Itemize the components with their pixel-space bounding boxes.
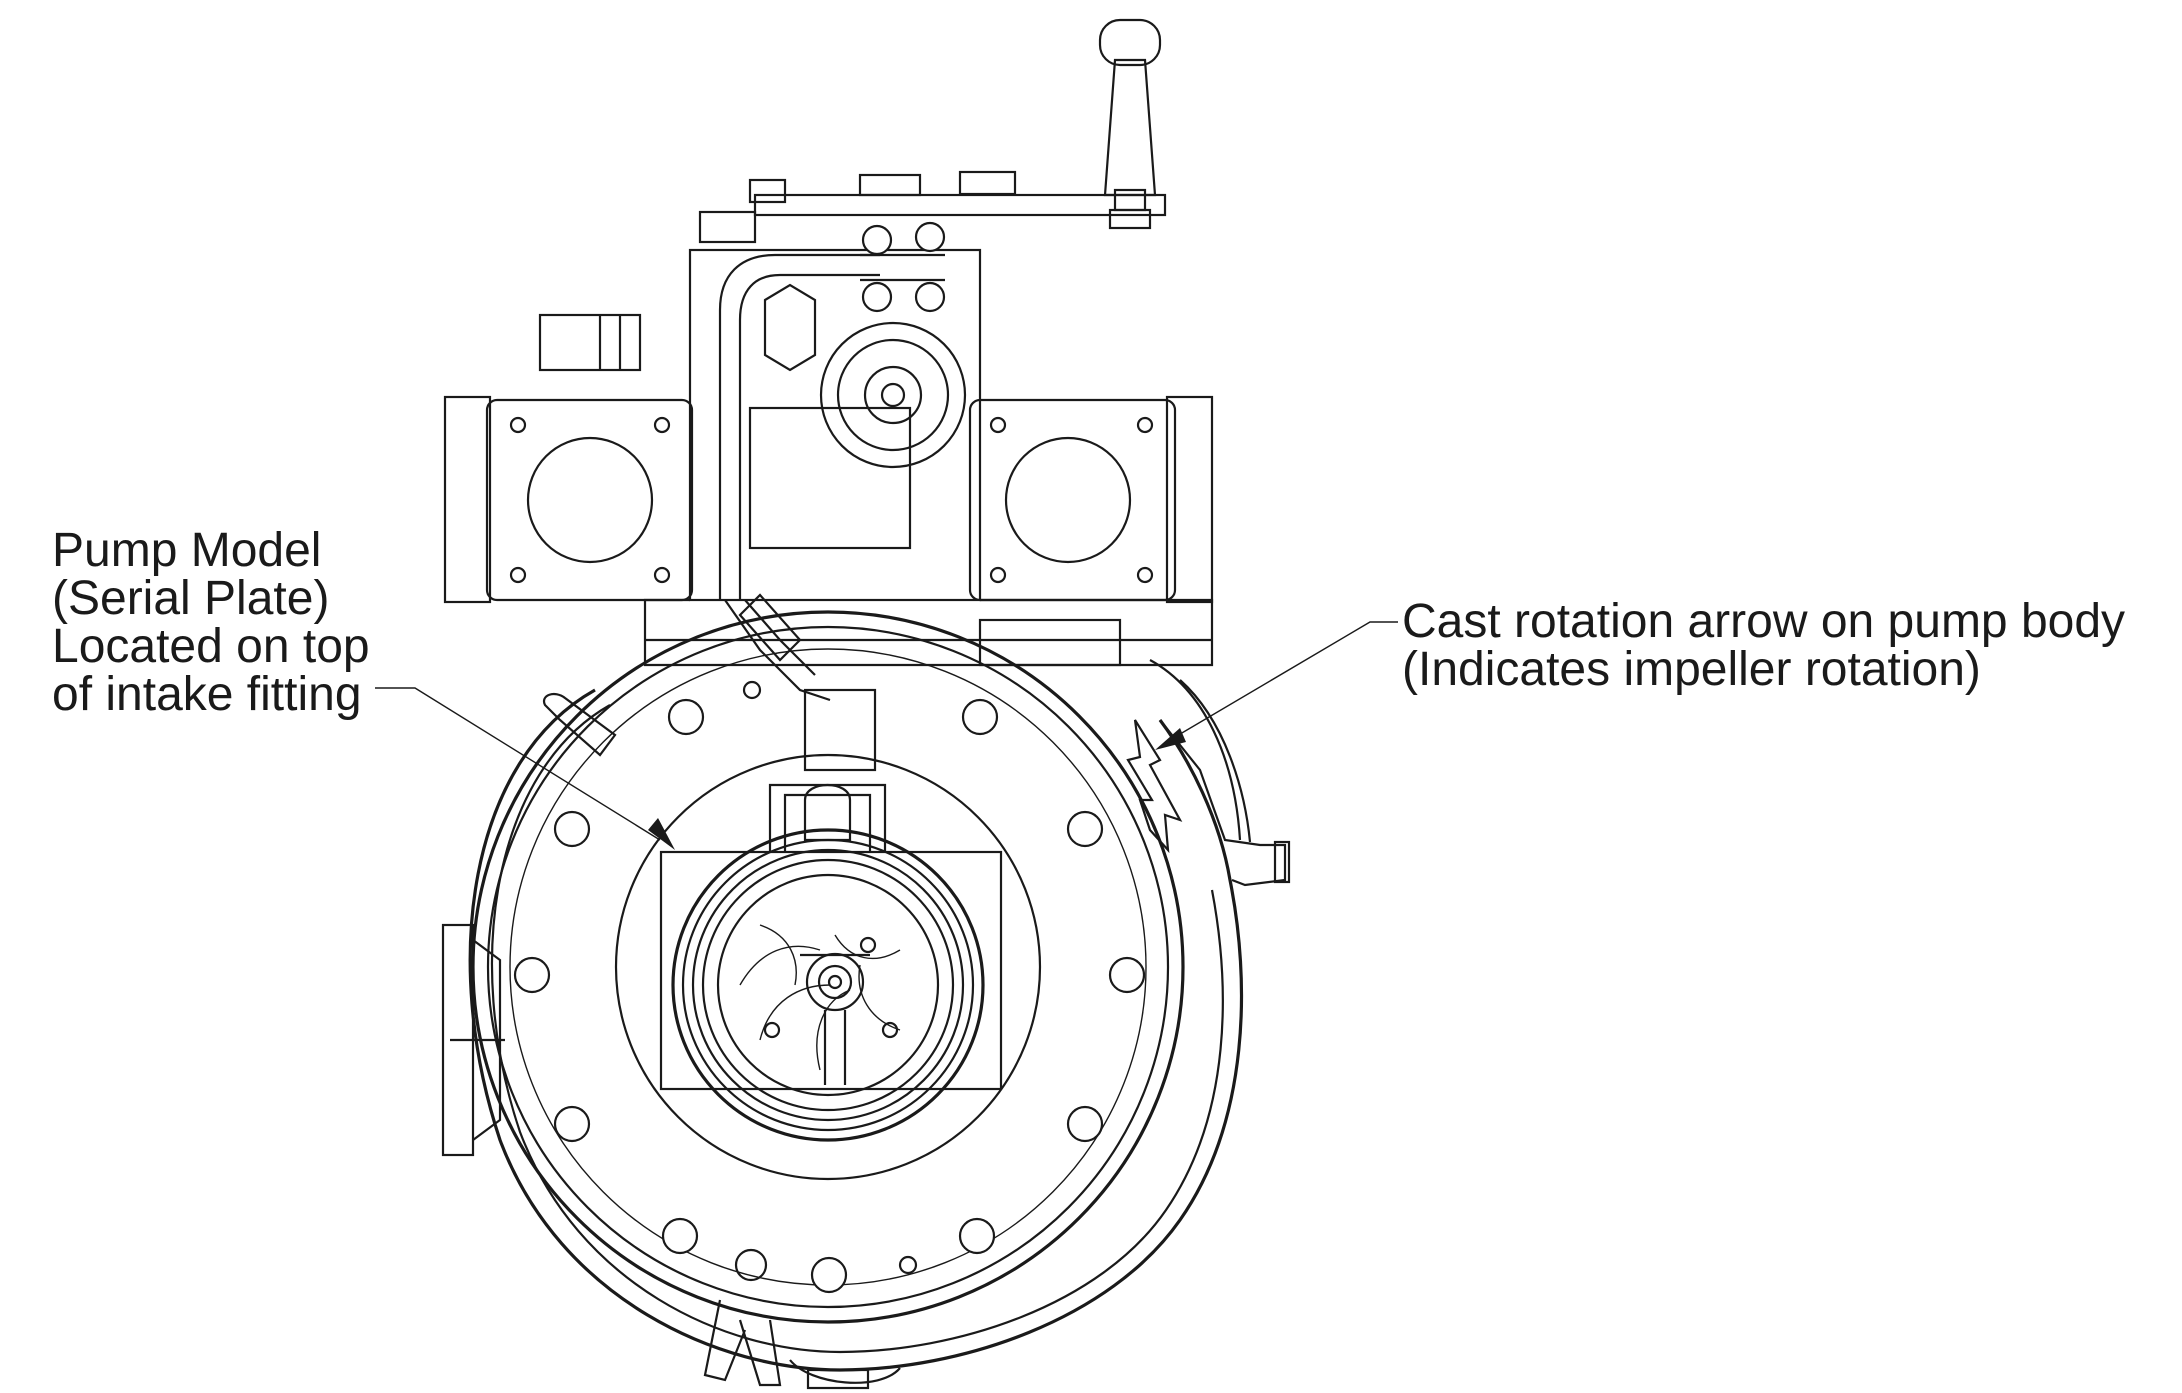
- callout-line: Located on top: [52, 620, 370, 673]
- callout-line: (Serial Plate): [52, 572, 330, 625]
- priming-valve: [698, 18, 1167, 313]
- pump-casing: [441, 659, 1291, 1390]
- callout-line: Pump Model: [52, 524, 322, 577]
- callout-line: (Indicates impeller rotation): [1402, 643, 1981, 696]
- rotation-arrow-callout: Cast rotation arrow on pump body (Indica…: [1402, 598, 2125, 694]
- intake-fitting: [659, 783, 1003, 1142]
- callout-line: of intake fitting: [52, 668, 362, 721]
- serial-plate-callout: Pump Model (Serial Plate) Located on top…: [52, 527, 370, 719]
- discharge-body: [443, 248, 1214, 772]
- leader-right: [1155, 621, 1398, 750]
- leader-left: [375, 687, 675, 850]
- intake-flange: [471, 610, 1185, 1324]
- callout-line: Cast rotation arrow on pump body: [1402, 595, 2126, 648]
- rotation-arrow: [1126, 719, 1183, 854]
